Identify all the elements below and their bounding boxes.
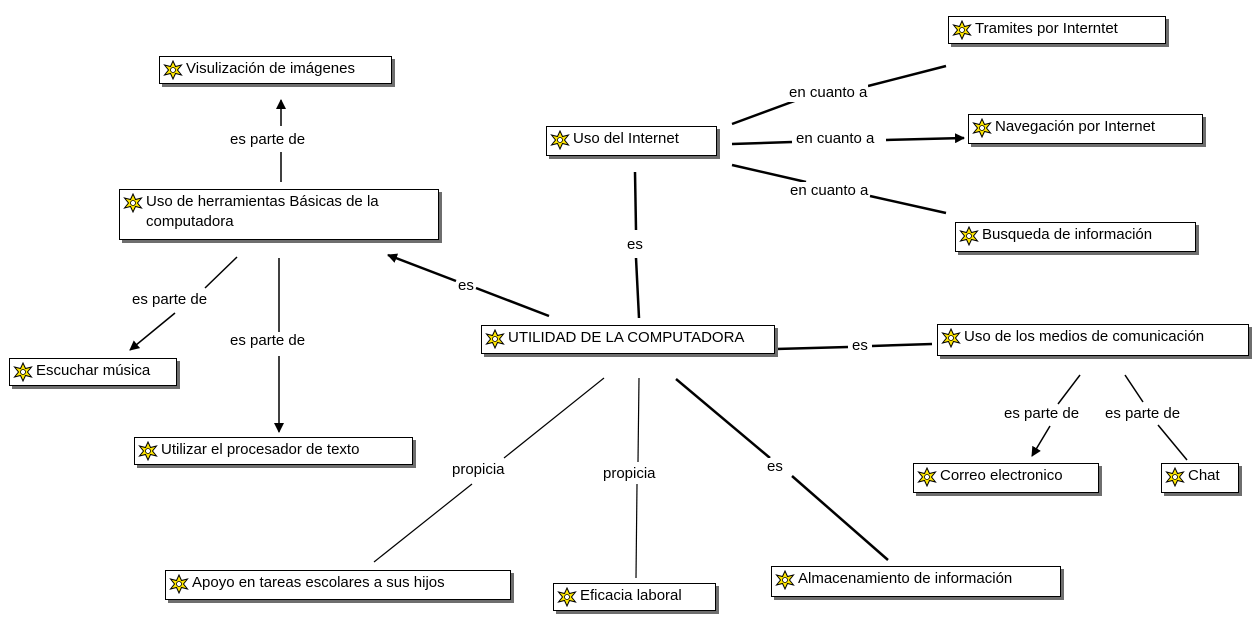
- concept-resource-icon: [941, 328, 961, 348]
- line-propicia-apoyo: [373, 483, 473, 563]
- node-label: Apoyo en tareas escolares a sus hijos: [192, 574, 445, 591]
- link-label-es-internet: es: [626, 236, 644, 254]
- node-tramites-internet[interactable]: Tramites por Interntet: [948, 16, 1166, 44]
- line-central-apoyo: [503, 377, 605, 459]
- link-label-parte-correo: es parte de: [1003, 405, 1081, 423]
- node-chat[interactable]: Chat: [1161, 463, 1239, 493]
- node-navegacion-internet[interactable]: Navegación por Internet: [968, 114, 1203, 144]
- link-label-propicia-eficacia: propicia: [602, 465, 657, 483]
- node-herramientas-basicas[interactable]: Uso de herramientas Básicas de la comput…: [119, 189, 439, 240]
- node-label: Uso de los medios de comunicación: [964, 328, 1205, 345]
- line-cuanto-busqueda: [869, 194, 947, 215]
- node-apoyo-tareas[interactable]: Apoyo en tareas escolares a sus hijos: [165, 570, 511, 600]
- node-label: Escuchar música: [36, 362, 151, 379]
- line-propicia-eficacia: [635, 483, 638, 579]
- node-label: Chat: [1188, 467, 1220, 484]
- link-label-cuanto-busqueda: en cuanto a: [789, 182, 870, 200]
- node-label: Busqueda de información: [982, 226, 1153, 243]
- concept-resource-icon: [13, 362, 33, 382]
- node-label: Visulización de imágenes: [186, 60, 355, 77]
- link-label-cuanto-tramites: en cuanto a: [788, 84, 869, 102]
- line-central-eficacia: [637, 377, 640, 463]
- concept-resource-icon: [123, 193, 143, 213]
- node-utilidad-computadora[interactable]: UTILIDAD DE LA COMPUTADORA: [481, 325, 775, 354]
- link-label-parte-musica: es parte de: [131, 291, 209, 309]
- node-label: Tramites por Interntet: [975, 20, 1118, 37]
- node-label: Utilizar el procesador de texto: [161, 441, 360, 458]
- line-es-almacenamiento: [791, 475, 889, 561]
- node-procesador-texto[interactable]: Utilizar el procesador de texto: [134, 437, 413, 465]
- line-internet-cuanto-navegacion: [731, 140, 793, 146]
- link-label-parte-chat: es parte de: [1104, 405, 1182, 423]
- line-medios-parte-chat: [1124, 374, 1144, 403]
- concept-resource-icon: [169, 574, 189, 594]
- line-central-herramientas: [475, 286, 550, 318]
- node-label: Almacenamiento de información: [798, 570, 1013, 587]
- node-label: Navegación por Internet: [995, 118, 1156, 135]
- node-label: Correo electronico: [940, 467, 1063, 484]
- node-label: UTILIDAD DE LA COMPUTADORA: [508, 329, 745, 346]
- concept-resource-icon: [952, 20, 972, 40]
- line-central-internet: [634, 257, 641, 319]
- node-escuchar-musica[interactable]: Escuchar música: [9, 358, 177, 386]
- concept-resource-icon: [972, 118, 992, 138]
- link-label-es-herramientas: es: [457, 277, 475, 295]
- concept-resource-icon: [550, 130, 570, 150]
- line-medios-parte-correo: [1057, 374, 1081, 405]
- node-almacenamiento-informacion[interactable]: Almacenamiento de información: [771, 566, 1061, 597]
- node-label: Uso del Internet: [573, 130, 679, 147]
- node-label: Eficacia laboral: [580, 587, 682, 604]
- concept-resource-icon: [917, 467, 937, 487]
- link-label-es-almacenamiento: es: [766, 458, 784, 476]
- node-uso-internet[interactable]: Uso del Internet: [546, 126, 717, 156]
- node-eficacia-laboral[interactable]: Eficacia laboral: [553, 583, 716, 611]
- concept-resource-icon: [959, 226, 979, 246]
- line-central-almacenamiento: [675, 378, 771, 459]
- link-label-es-medios: es: [851, 337, 869, 355]
- arrow-es-herramientas: [387, 253, 457, 283]
- concept-resource-icon: [485, 329, 505, 349]
- arrow-cuanto-navegacion: [885, 133, 965, 144]
- line-es-internet: [633, 171, 638, 231]
- line-parte-chat: [1157, 424, 1188, 461]
- line-herramientas-parte-musica: [204, 256, 238, 289]
- line-cuanto-tramites: [867, 64, 947, 88]
- link-label-propicia-apoyo: propicia: [451, 461, 506, 479]
- node-busqueda-informacion[interactable]: Busqueda de información: [955, 222, 1196, 252]
- arrow-parte-musica: [129, 312, 176, 351]
- concept-resource-icon: [163, 60, 183, 80]
- node-correo-electronico[interactable]: Correo electronico: [913, 463, 1099, 493]
- line-es-medios: [871, 342, 933, 348]
- node-label: Uso de herramientas Básicas de la comput…: [146, 193, 379, 230]
- node-medios-comunicacion[interactable]: Uso de los medios de comunicación: [937, 324, 1249, 356]
- concept-resource-icon: [557, 587, 577, 607]
- concept-resource-icon: [1165, 467, 1185, 487]
- concept-resource-icon: [775, 570, 795, 590]
- line-central-medios: [775, 345, 849, 351]
- link-label-cuanto-navegacion: en cuanto a: [795, 130, 876, 148]
- arrow-parte-correo: [1031, 425, 1051, 457]
- concept-resource-icon: [138, 441, 158, 461]
- link-label-parte-visualizacion: es parte de: [229, 131, 307, 149]
- link-label-parte-procesador: es parte de: [229, 332, 307, 350]
- line-internet-cuanto-busqueda: [731, 163, 807, 184]
- node-visualizacion-imagenes[interactable]: Visulización de imágenes: [159, 56, 392, 84]
